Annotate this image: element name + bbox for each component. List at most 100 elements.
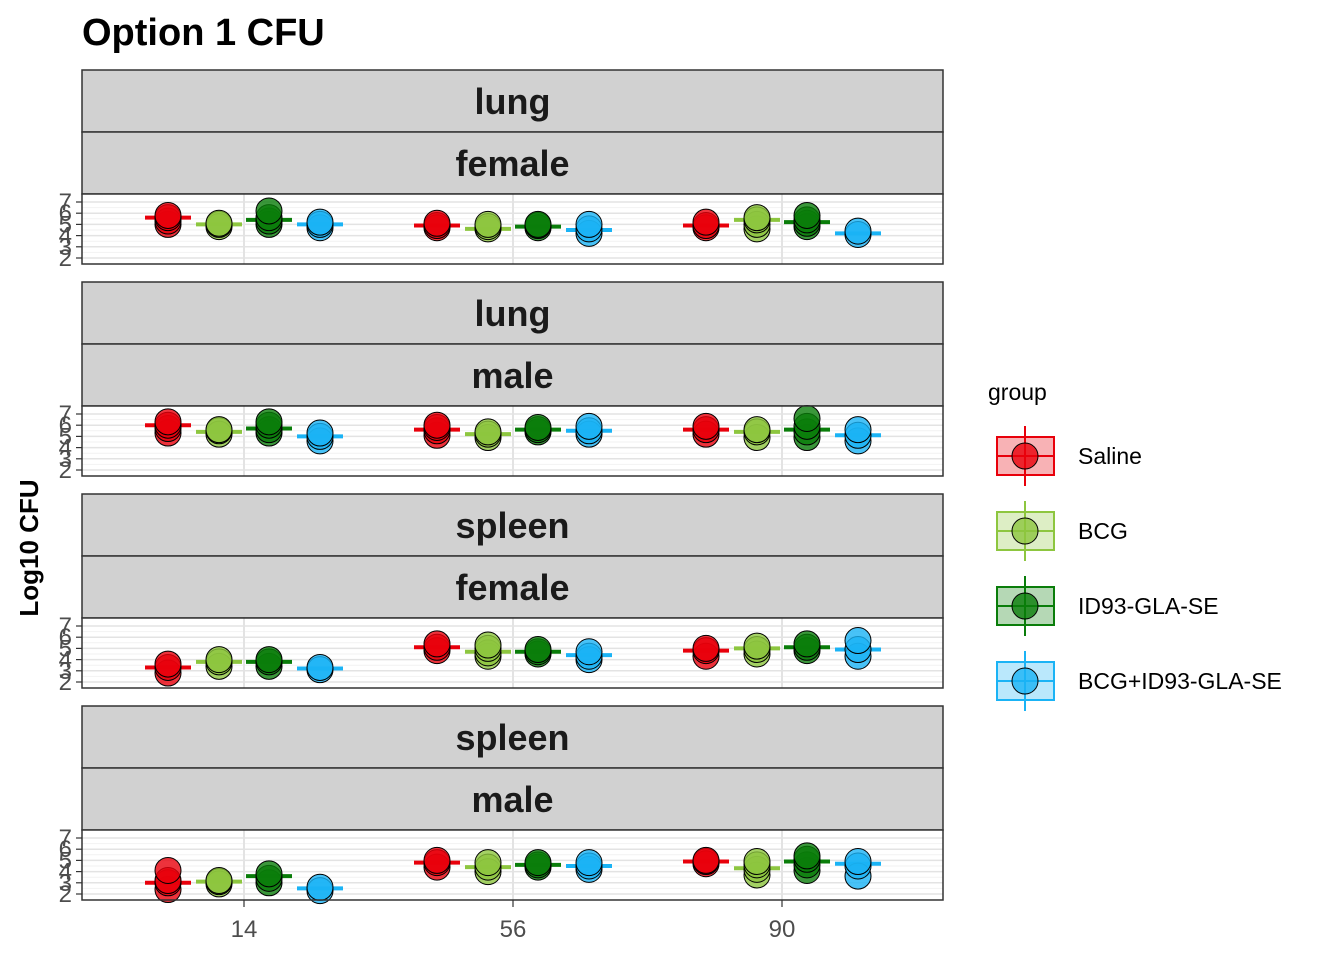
legend-entry: BCG (996, 501, 1128, 561)
data-point (743, 848, 771, 876)
data-point (474, 849, 502, 877)
facet-strip-bottom (81, 767, 944, 831)
data-point (255, 197, 283, 225)
y-tick-label: 5 (59, 847, 72, 874)
data-point (306, 653, 334, 681)
y-tick-label: 6 (59, 836, 72, 863)
y-tick-label: 6 (59, 412, 72, 439)
data-point (793, 201, 821, 229)
y-tick-label: 4 (59, 647, 72, 674)
facet-strip-bottom-label: female (455, 567, 569, 608)
x-tick-label: 90 (769, 916, 796, 943)
data-point (306, 873, 334, 901)
data-point (575, 638, 603, 666)
data-point (524, 636, 552, 664)
data-point (793, 404, 821, 432)
y-tick-label: 7 (59, 401, 72, 428)
data-point (474, 418, 502, 446)
facet-strip-top (81, 493, 944, 557)
facet-strip-top (81, 705, 944, 769)
y-axis-label: Log10 CFU (14, 479, 44, 616)
y-tick-label: 7 (59, 825, 72, 852)
y-tick-label: 6 (59, 200, 72, 227)
panel-border (81, 617, 944, 689)
data-point (255, 408, 283, 436)
facet-strip-top-label: lung (475, 293, 551, 334)
facet-strip-bottom (81, 555, 944, 619)
y-tick-label: 2 (59, 457, 72, 484)
y-tick-label: 7 (59, 189, 72, 216)
data-point (474, 631, 502, 659)
legend-title: group (988, 379, 1047, 405)
y-tick-label: 7 (59, 613, 72, 640)
y-tick-label: 3 (59, 234, 72, 261)
legend-label: ID93-GLA-SE (1078, 593, 1219, 619)
data-point (793, 630, 821, 658)
y-tick-label: 3 (59, 446, 72, 473)
y-tick-label: 4 (59, 223, 72, 250)
data-point (423, 846, 451, 874)
data-point (205, 867, 233, 895)
legend-key-point (1011, 442, 1039, 470)
data-point (154, 408, 182, 436)
data-point (692, 634, 720, 662)
legend-key-point (1011, 592, 1039, 620)
data-point (743, 632, 771, 660)
data-point (205, 416, 233, 444)
data-point (575, 849, 603, 877)
y-tick-label: 4 (59, 435, 72, 462)
legend-entry: ID93-GLA-SE (996, 576, 1219, 636)
x-tick-label: 56 (500, 916, 527, 943)
data-point (205, 209, 233, 237)
data-point (474, 210, 502, 238)
facet-strip-bottom (81, 343, 944, 407)
data-point (306, 208, 334, 236)
facet-strip-top-label: spleen (455, 505, 569, 546)
panel-border (81, 405, 944, 477)
data-point (692, 412, 720, 440)
facet-strip-top (81, 69, 944, 133)
legend-label: Saline (1078, 443, 1142, 469)
data-point (205, 646, 233, 674)
x-axis: 14 56 90 (231, 900, 796, 943)
y-tick-label: 6 (59, 624, 72, 651)
data-point (692, 846, 720, 874)
legend-key-point (1011, 667, 1039, 695)
data-point (524, 413, 552, 441)
data-point (154, 856, 182, 884)
data-point (575, 412, 603, 440)
y-tick-label: 3 (59, 870, 72, 897)
data-point (692, 208, 720, 236)
facet-panels: lungfemale234567lungmale234567spleenfema… (59, 69, 944, 908)
data-point (423, 411, 451, 439)
data-point (255, 646, 283, 674)
data-point (844, 217, 872, 245)
data-point (844, 627, 872, 655)
legend-key-point (1011, 517, 1039, 545)
facet-strip-top-label: spleen (455, 717, 569, 758)
data-point (844, 416, 872, 444)
facet-strip-bottom-label: male (471, 779, 553, 820)
data-point (524, 210, 552, 238)
data-point (423, 209, 451, 237)
data-point (423, 630, 451, 658)
facet-strip-bottom-label: female (455, 143, 569, 184)
y-tick-label: 5 (59, 211, 72, 238)
y-tick-label: 2 (59, 669, 72, 696)
data-point (743, 416, 771, 444)
x-tick-label: 14 (231, 916, 258, 943)
chart-title: Option 1 CFU (82, 12, 325, 54)
data-point (154, 650, 182, 678)
data-point (844, 848, 872, 876)
legend-entry: BCG+ID93-GLA-SE (996, 651, 1282, 711)
facet-strip-bottom-label: male (471, 355, 553, 396)
legend-label: BCG+ID93-GLA-SE (1078, 668, 1282, 694)
data-point (793, 842, 821, 870)
data-point (154, 201, 182, 229)
